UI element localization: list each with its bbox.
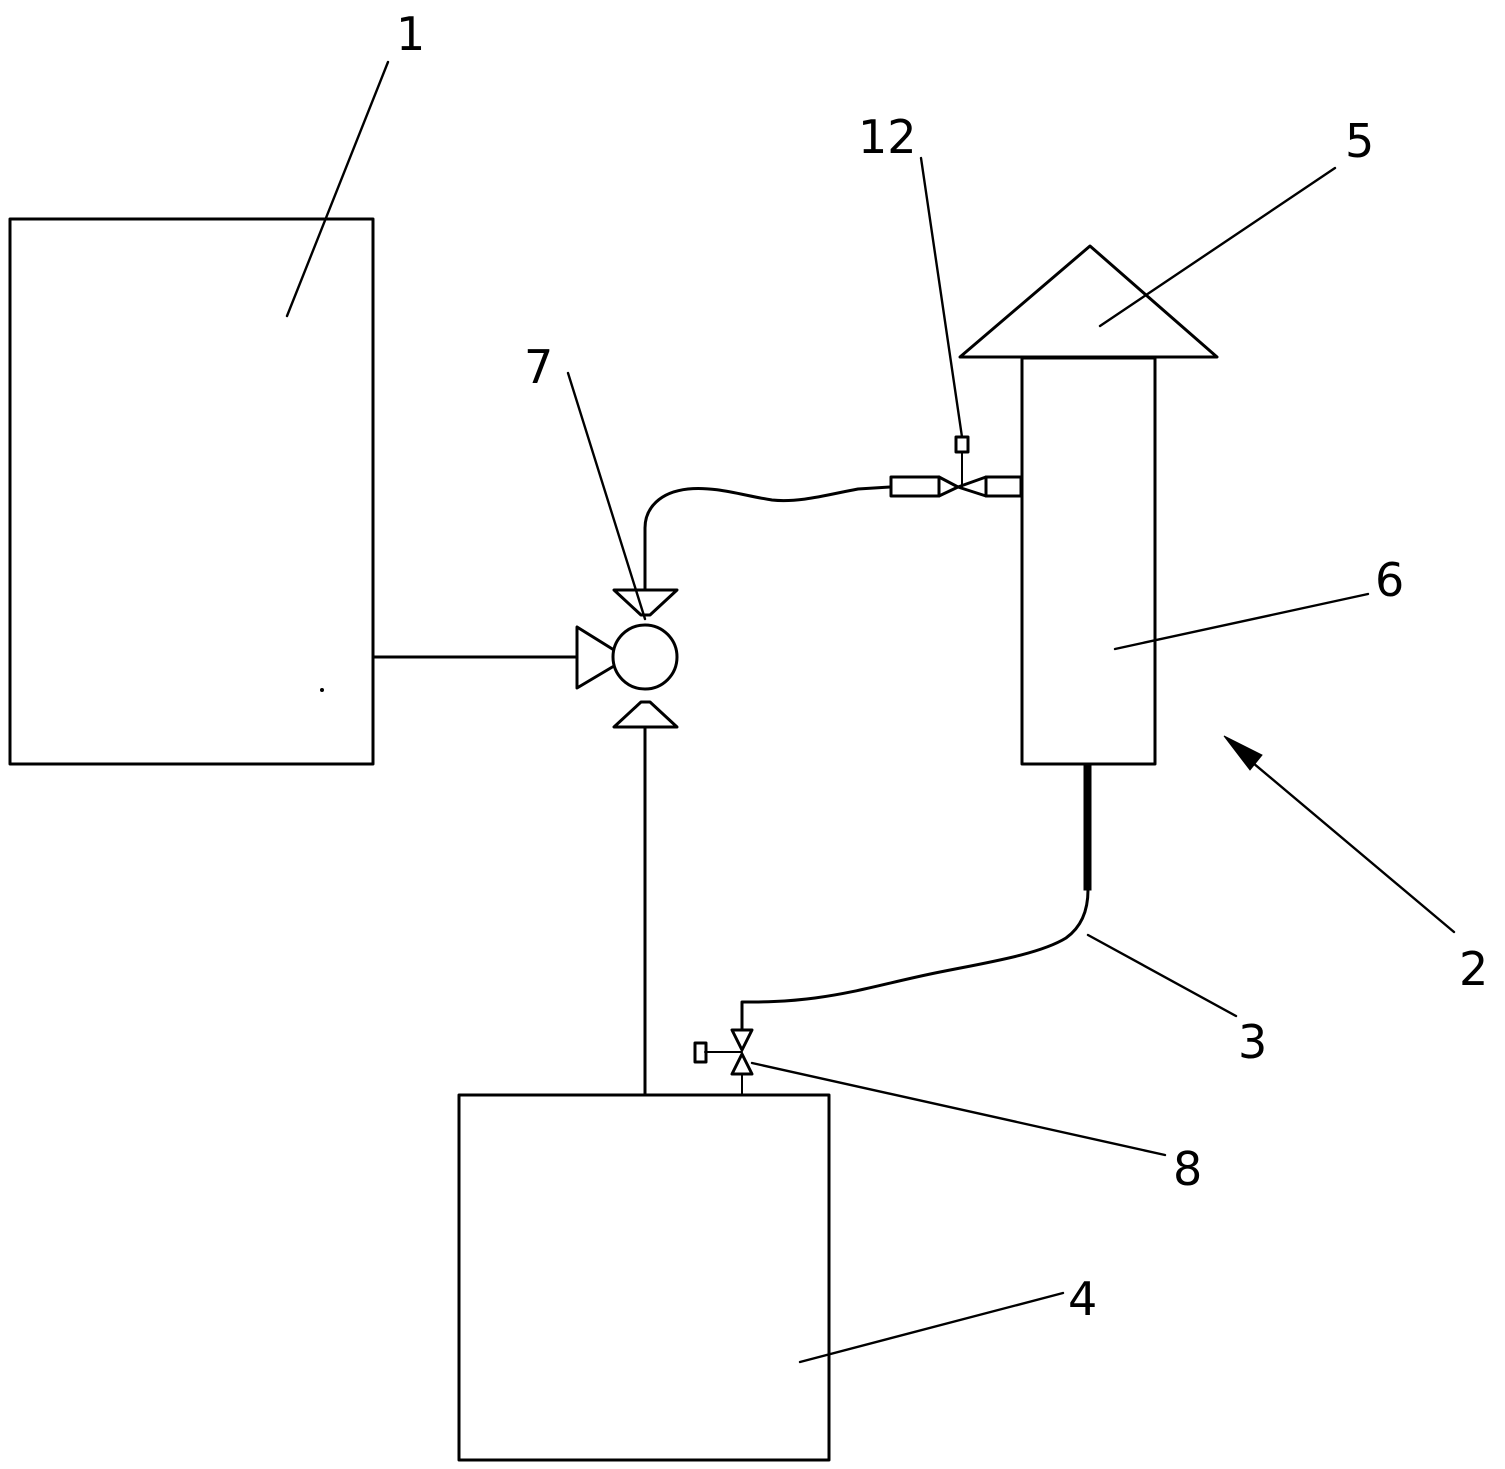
leader-1 <box>285 60 390 318</box>
pipe-valve7-to-column <box>643 485 892 592</box>
leader-2 <box>1238 750 1456 934</box>
leader-7 <box>566 371 647 621</box>
label-part-2: 2 <box>1459 942 1488 996</box>
part-8-drain-valve <box>693 1028 754 1096</box>
leader-5 <box>1098 166 1337 328</box>
column-outlet <box>1083 765 1092 891</box>
part-12-connector-valve <box>889 435 1023 498</box>
label-part-8: 8 <box>1173 1142 1202 1196</box>
arrowhead-2 <box>1223 735 1263 771</box>
leader-3 <box>1086 933 1238 1018</box>
label-part-5: 5 <box>1345 114 1374 168</box>
part-3-pipe <box>740 888 1090 1032</box>
leader-8 <box>750 1061 1167 1157</box>
part-5-cap <box>958 244 1219 359</box>
part-7-valve <box>575 588 679 729</box>
part-4-box <box>457 1093 831 1462</box>
label-part-3: 3 <box>1238 1015 1267 1069</box>
leader-6 <box>1113 592 1370 651</box>
label-part-1: 1 <box>396 7 425 61</box>
label-part-7: 7 <box>524 340 553 394</box>
leader-12 <box>919 156 964 439</box>
label-part-6: 6 <box>1375 553 1404 607</box>
label-part-4: 4 <box>1068 1272 1097 1326</box>
part-1-box <box>8 217 375 766</box>
label-part-12: 12 <box>858 110 917 164</box>
part-6-column <box>1020 356 1157 766</box>
leader-4 <box>798 1291 1065 1364</box>
